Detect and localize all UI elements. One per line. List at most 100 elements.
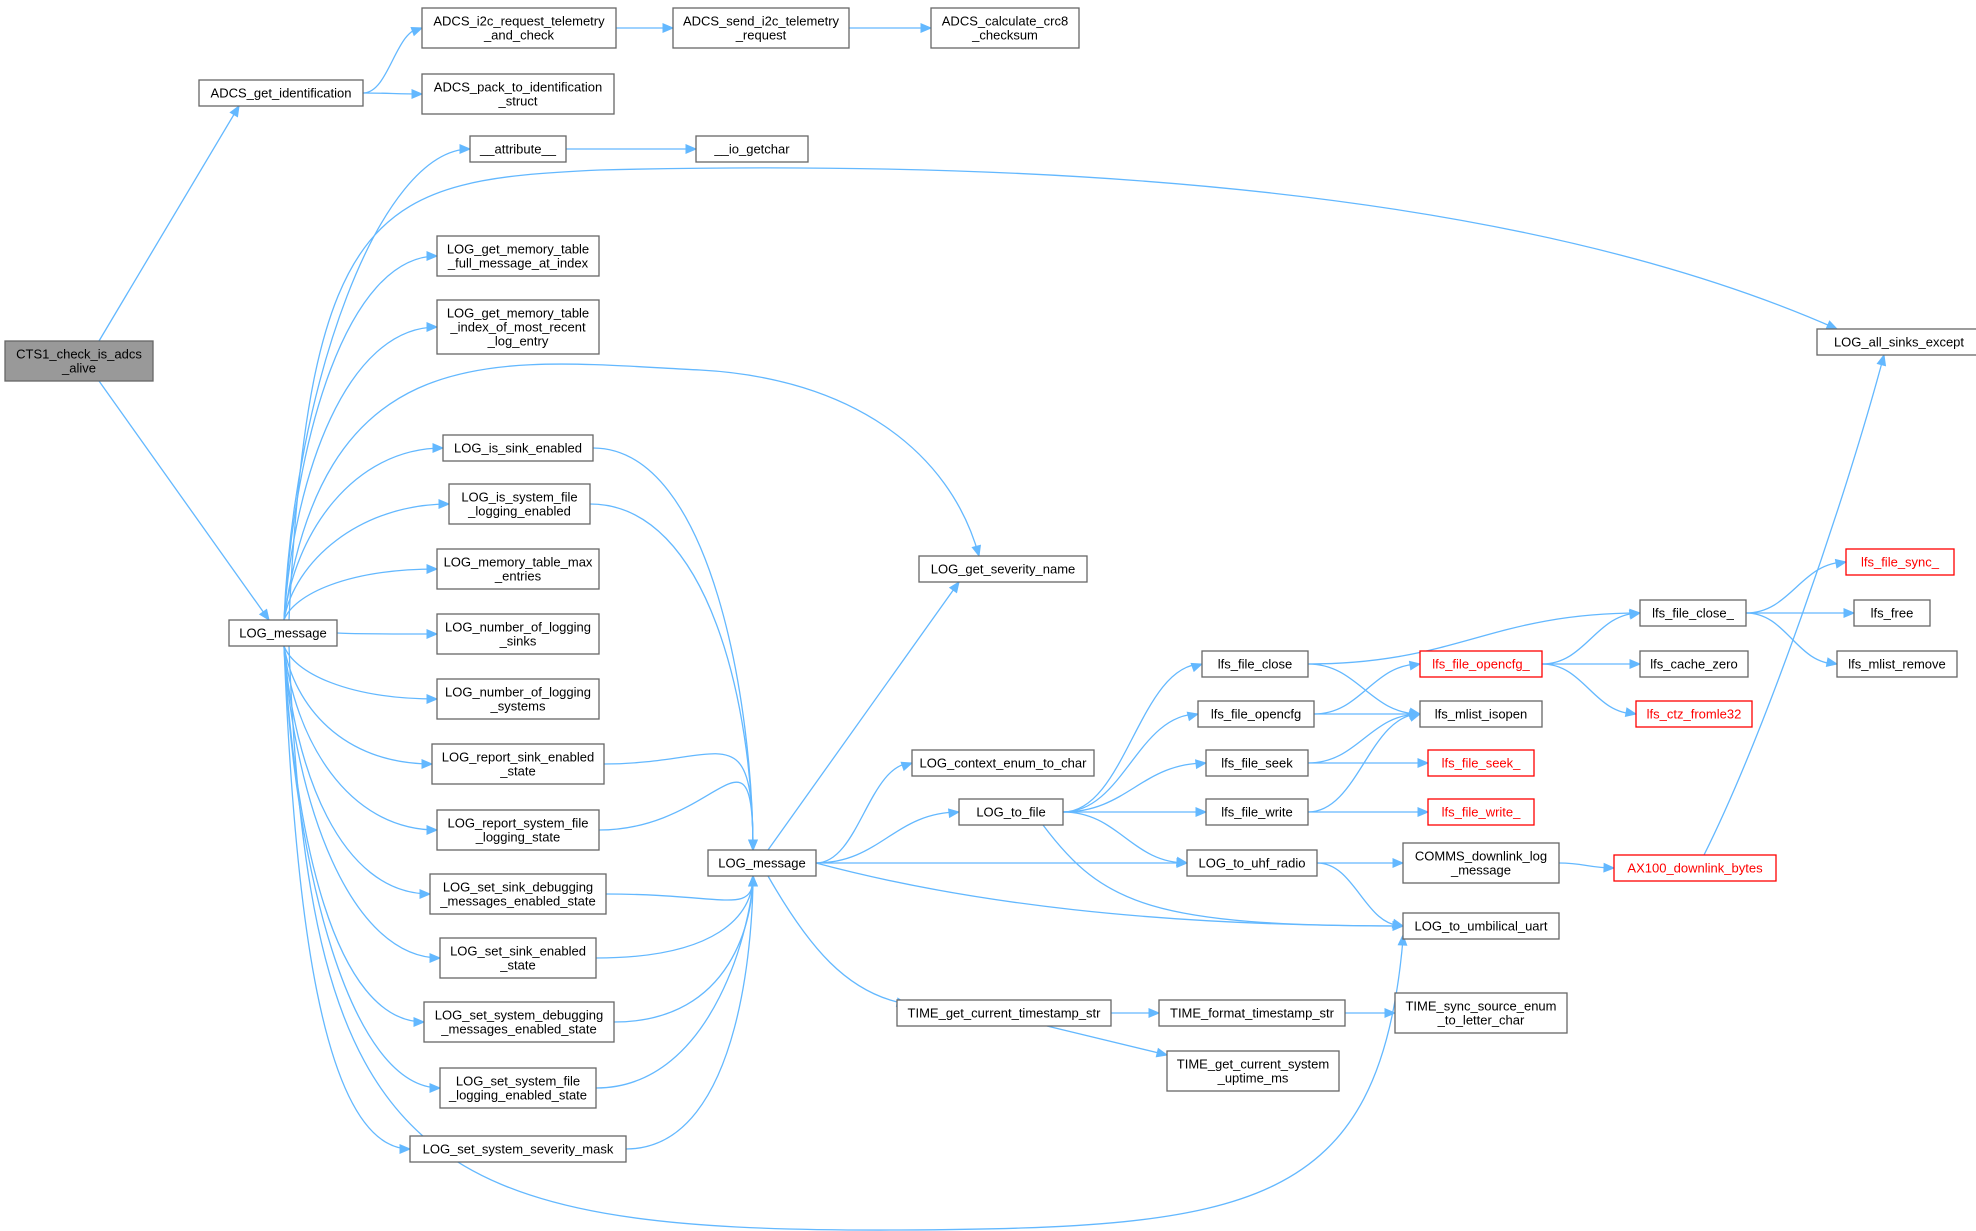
node-lfs-file-close[interactable]: lfs_file_close [1201,650,1309,678]
node-label: lfs_file_opencfg_ [1432,657,1530,672]
node-time-get-ts[interactable]: TIME_get_current_timestamp_str [896,999,1112,1027]
node-log-get-mem-full[interactable]: LOG_get_memory_table_full_message_at_ind… [436,235,600,277]
edge-log-set-sink-debug-to-log-message-2 [605,875,754,901]
arrowhead [1876,353,1887,367]
node-io-getchar[interactable]: __io_getchar [695,135,809,163]
node-log-set-severity-mask[interactable]: LOG_set_system_severity_mask [409,1135,627,1163]
node-label: _logging_state [475,830,561,845]
arrowhead [1825,320,1839,330]
node-log-is-system-file[interactable]: LOG_is_system_file_logging_enabled [448,483,591,525]
node-time-uptime[interactable]: TIME_get_current_system_uptime_ms [1166,1050,1340,1092]
node-box [1427,749,1535,777]
edge-log-message-1-to-log-set-system-file [283,645,441,1089]
node-log-message-1[interactable]: LOG_message [228,619,338,647]
edge-log-to-file-to-log-to-uhf [1062,811,1188,864]
node-label: _messages_enabled_state [439,894,595,909]
edge-lfs-file-close-to-lfs-file-close- [1307,612,1641,665]
node-log-is-sink-enabled[interactable]: LOG_is_sink_enabled [442,434,594,462]
node-lfs-file-opencfg-[interactable]: lfs_file_opencfg_ [1419,650,1543,678]
node-label: lfs_free [1871,606,1914,621]
node-label: lfs_file_seek [1221,756,1293,771]
node-adcs-crc8[interactable]: ADCS_calculate_crc8_checksum [930,7,1080,49]
edge-log-to-file-to-lfs-file-close [1062,663,1203,813]
arrowhead [426,251,439,261]
node-adcs-send-i2c[interactable]: ADCS_send_i2c_telemetry_request [672,7,850,49]
arrowhead [426,322,439,332]
edge-log-is-system-file-to-log-message-2 [589,503,754,851]
node-log-report-system[interactable]: LOG_report_system_file_logging_state [436,809,600,851]
node-label: lfs_file_seek_ [1442,756,1522,771]
node-log-all-sinks-except[interactable]: LOG_all_sinks_except [1816,328,1976,356]
node-adcs-i2c-request[interactable]: ADCS_i2c_request_telemetry_and_check [421,7,617,49]
node-lfs-file-seek-[interactable]: lfs_file_seek_ [1427,749,1535,777]
node-box [1205,798,1309,826]
node-log-context-enum[interactable]: LOG_context_enum_to_char [911,749,1095,777]
arrowhead [429,953,442,963]
edge-log-to-uhf-to-log-to-uart [1316,862,1404,927]
arrowhead [1190,662,1204,673]
node-adcs-pack[interactable]: ADCS_pack_to_identification_struct [421,73,615,115]
arrowhead [1417,807,1430,817]
node-log-to-file[interactable]: LOG_to_file [958,798,1064,826]
node-label: LOG_set_system_file [456,1074,580,1089]
node-ax100-downlink[interactable]: AX100_downlink_bytes [1613,854,1777,882]
node-box [672,7,850,49]
node-label: _and_check [483,28,555,43]
node-box [1419,700,1543,728]
edge-log-message-2-to-log-get-severity-name [767,581,960,851]
node-lfs-mlist-isopen[interactable]: lfs_mlist_isopen [1419,700,1543,728]
edge-lfs-file-close--to-lfs-file-sync- [1745,561,1847,614]
node-attribute[interactable]: __attribute__ [469,135,567,163]
node-log-get-mem-index[interactable]: LOG_get_memory_table_index_of_most_recen… [436,299,600,355]
node-log-message-2[interactable]: LOG_message [707,849,817,877]
node-label: ADCS_i2c_request_telemetry [433,14,605,29]
arrowhead [662,23,675,33]
node-log-set-sink-debug[interactable]: LOG_set_sink_debugging_messages_enabled_… [429,873,607,915]
node-label: _state [499,958,535,973]
node-log-num-sinks[interactable]: LOG_number_of_logging_sinks [436,613,600,655]
node-time-format-ts[interactable]: TIME_format_timestamp_str [1158,999,1346,1027]
node-label: _index_of_most_recent [449,320,586,335]
node-label: _full_message_at_index [447,256,589,271]
node-lfs-cache-zero[interactable]: lfs_cache_zero [1639,650,1749,678]
arrowhead [411,89,424,99]
node-log-set-system-debug[interactable]: LOG_set_system_debugging_messages_enable… [423,1001,615,1043]
arrowhead [1843,608,1856,618]
node-lfs-file-write-[interactable]: lfs_file_write_ [1427,798,1535,826]
node-box [1186,849,1318,877]
arrowhead [429,1083,442,1093]
node-lfs-mlist-remove[interactable]: lfs_mlist_remove [1836,650,1958,678]
node-lfs-ctz-fromle32[interactable]: lfs_ctz_fromle32 [1635,700,1753,728]
node-lfs-file-sync-[interactable]: lfs_file_sync_ [1845,548,1955,576]
node-label: lfs_file_write_ [1442,805,1522,820]
node-log-to-uhf[interactable]: LOG_to_uhf_radio [1186,849,1318,877]
edge-log-message-1-to-log-set-sink-debug [283,645,431,895]
edge-log-message-1-to-log-num-systems [283,645,438,700]
edge-log-message-1-to-log-set-severity-mask [283,645,411,1150]
edge-log-message-1-to-log-is-sink-enabled [283,447,444,621]
arrowhead [426,694,439,704]
node-time-sync-source[interactable]: TIME_sync_source_enum_to_letter_char [1394,992,1568,1034]
node-root[interactable]: CTS1_check_is_adcs_alive [4,340,154,382]
node-box [1166,1050,1340,1092]
node-comms-downlink[interactable]: COMMS_downlink_log_message [1402,842,1560,884]
node-log-get-severity-name[interactable]: LOG_get_severity_name [918,555,1088,583]
edge-log-message-2-to-log-to-file [815,811,960,864]
arrowhead [426,564,439,574]
edge-lfs-file-write-to-lfs-mlist-isopen [1307,713,1421,813]
node-log-set-sink-enabled[interactable]: LOG_set_sink_enabled_state [439,937,597,979]
node-log-to-uart[interactable]: LOG_to_umbilical_uart [1402,912,1560,940]
node-lfs-file-opencfg[interactable]: lfs_file_opencfg [1197,700,1315,728]
edge-log-message-1-to-log-mem-max [283,568,438,621]
node-label: lfs_cache_zero [1650,657,1737,672]
node-adcs-get-identification[interactable]: ADCS_get_identification [198,79,364,107]
node-lfs-free[interactable]: lfs_free [1853,599,1931,627]
node-lfs-file-seek[interactable]: lfs_file_seek [1205,749,1309,777]
node-log-num-systems[interactable]: LOG_number_of_logging_systems [436,678,600,720]
edge-log-message-2-to-time-get-ts [767,875,908,1005]
node-lfs-file-write[interactable]: lfs_file_write [1205,798,1309,826]
node-log-set-system-file[interactable]: LOG_set_system_file_logging_enabled_stat… [439,1067,597,1109]
node-lfs-file-close-[interactable]: lfs_file_close_ [1639,599,1747,627]
node-log-mem-max[interactable]: LOG_memory_table_max_entries [436,548,600,590]
node-log-report-sink[interactable]: LOG_report_sink_enabled_state [431,743,605,785]
